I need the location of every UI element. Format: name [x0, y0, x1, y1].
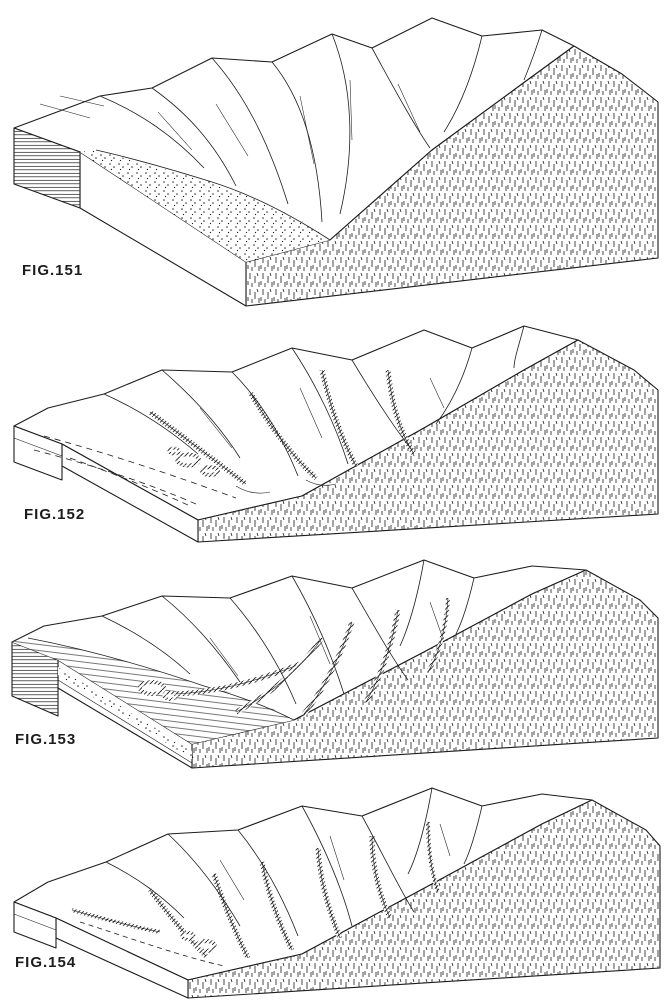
- remnant-plain: [13, 908, 225, 967]
- figure-151-panel: [0, 0, 671, 308]
- figure-154-drawing: [13, 787, 661, 999]
- figure-152-caption: FIG.152: [24, 506, 86, 523]
- closed-depressions: [138, 680, 178, 701]
- figure-153-panel: [0, 546, 671, 770]
- cross-section-face: [245, 45, 659, 307]
- closed-depressions: [167, 446, 220, 477]
- incised-channels: [175, 597, 450, 716]
- figure-152-drawing: [13, 325, 659, 543]
- alluvial-plain-stipple: [80, 149, 331, 262]
- figure-154-panel: [0, 770, 671, 1000]
- block-faces: [13, 787, 661, 999]
- cross-section-face: [191, 569, 659, 769]
- figure-152-panel: [0, 308, 671, 546]
- mountain-linework: [101, 559, 475, 705]
- figure-151-drawing: [13, 17, 659, 307]
- pediment-dashed-lines: [13, 435, 237, 507]
- mountain-linework: [39, 29, 543, 223]
- cross-section-face: [197, 339, 659, 543]
- mountain-linework: [103, 325, 525, 477]
- stratified-end-face: [13, 127, 81, 209]
- figure-153-caption: FIG.153: [15, 731, 77, 748]
- end-face: [13, 901, 57, 949]
- figure-153-drawing: [11, 559, 659, 769]
- figure-151-caption: FIG.151: [22, 262, 84, 279]
- block-faces: [13, 325, 659, 543]
- mountain-linework: [105, 787, 483, 937]
- closed-depressions: [180, 931, 217, 953]
- cross-section-face: [187, 799, 661, 999]
- front-face-sediment-band: [57, 667, 193, 764]
- figure-154-caption: FIG.154: [15, 954, 77, 971]
- end-face: [13, 425, 63, 481]
